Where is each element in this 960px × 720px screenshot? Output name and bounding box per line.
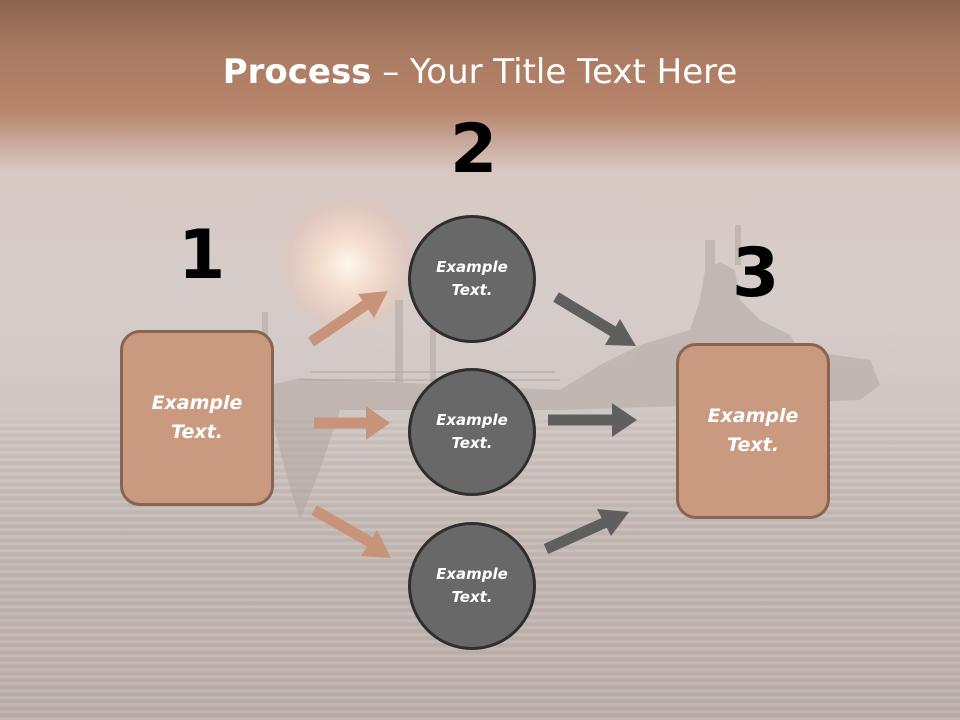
step-number-2: 2 bbox=[450, 110, 498, 189]
step-number-3: 3 bbox=[732, 234, 780, 313]
circle-top-text-line2: Text. bbox=[451, 281, 493, 299]
step-3-box: Example Text. bbox=[676, 343, 830, 519]
circle-middle-text-line2: Text. bbox=[451, 434, 493, 452]
arrow-from-top bbox=[553, 292, 636, 346]
arrow-from-middle bbox=[548, 403, 637, 437]
step-1-box: Example Text. bbox=[120, 330, 274, 506]
step-3-text-line1: Example bbox=[707, 405, 799, 427]
circle-top-text-line1: Example bbox=[436, 258, 508, 276]
arrow-to-middle bbox=[314, 406, 390, 440]
arrow-from-bottom bbox=[543, 509, 629, 555]
arrow-to-top bbox=[307, 291, 388, 347]
title-rest: – Your Title Text Here bbox=[371, 52, 738, 92]
step-3-text-line2: Text. bbox=[727, 434, 779, 456]
step-1-text-line2: Text. bbox=[171, 421, 223, 443]
step-number-1: 1 bbox=[178, 216, 226, 295]
step-2-circle-middle: Example Text. bbox=[408, 368, 536, 496]
title-bold: Process bbox=[222, 52, 372, 92]
step-2-circle-bottom: Example Text. bbox=[408, 522, 536, 650]
step-2-circle-top: Example Text. bbox=[408, 215, 536, 343]
circle-bottom-text-line1: Example bbox=[436, 565, 508, 583]
circle-middle-text-line1: Example bbox=[436, 411, 508, 429]
arrow-to-bottom bbox=[311, 505, 391, 558]
step-1-text-line1: Example bbox=[151, 392, 243, 414]
circle-bottom-text-line2: Text. bbox=[451, 588, 493, 606]
slide-title: Process – Your Title Text Here bbox=[0, 52, 960, 92]
